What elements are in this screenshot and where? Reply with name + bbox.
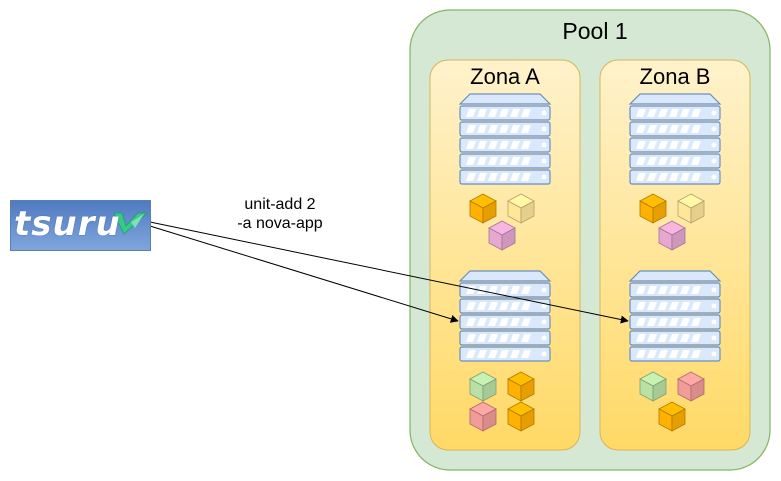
unit-cube [469,193,497,224]
command-line-2: -a nova-app [237,215,323,232]
unit-cube [677,371,705,402]
server-zone-a-top [458,93,552,185]
arrow-to-zone-b-server [149,221,629,324]
unit-cube [658,220,686,251]
zone-b-title: Zona B [639,64,711,89]
unit-cube [677,193,705,224]
unit-cube [507,193,535,224]
tsuru-logo: tsuru [10,200,151,251]
pool-title: Pool 1 [562,18,628,44]
server-zone-b-top [628,93,722,185]
server-zone-b-bottom [628,270,722,362]
command-label: unit-add 2 -a nova-app [190,195,370,233]
unit-cube [507,371,535,402]
unit-cube [639,371,667,402]
logo-text: tsuru [14,204,121,244]
unit-cube [469,371,497,402]
command-line-1: unit-add 2 [244,196,316,213]
unit-cube [658,401,686,432]
unit-cube [639,193,667,224]
unit-cube [469,401,497,432]
zone-a-title: Zona A [470,64,540,89]
arrow-to-zone-a-server [149,225,459,323]
unit-cube [507,401,535,432]
unit-cube [488,220,516,251]
server-zone-a-bottom [458,270,552,362]
